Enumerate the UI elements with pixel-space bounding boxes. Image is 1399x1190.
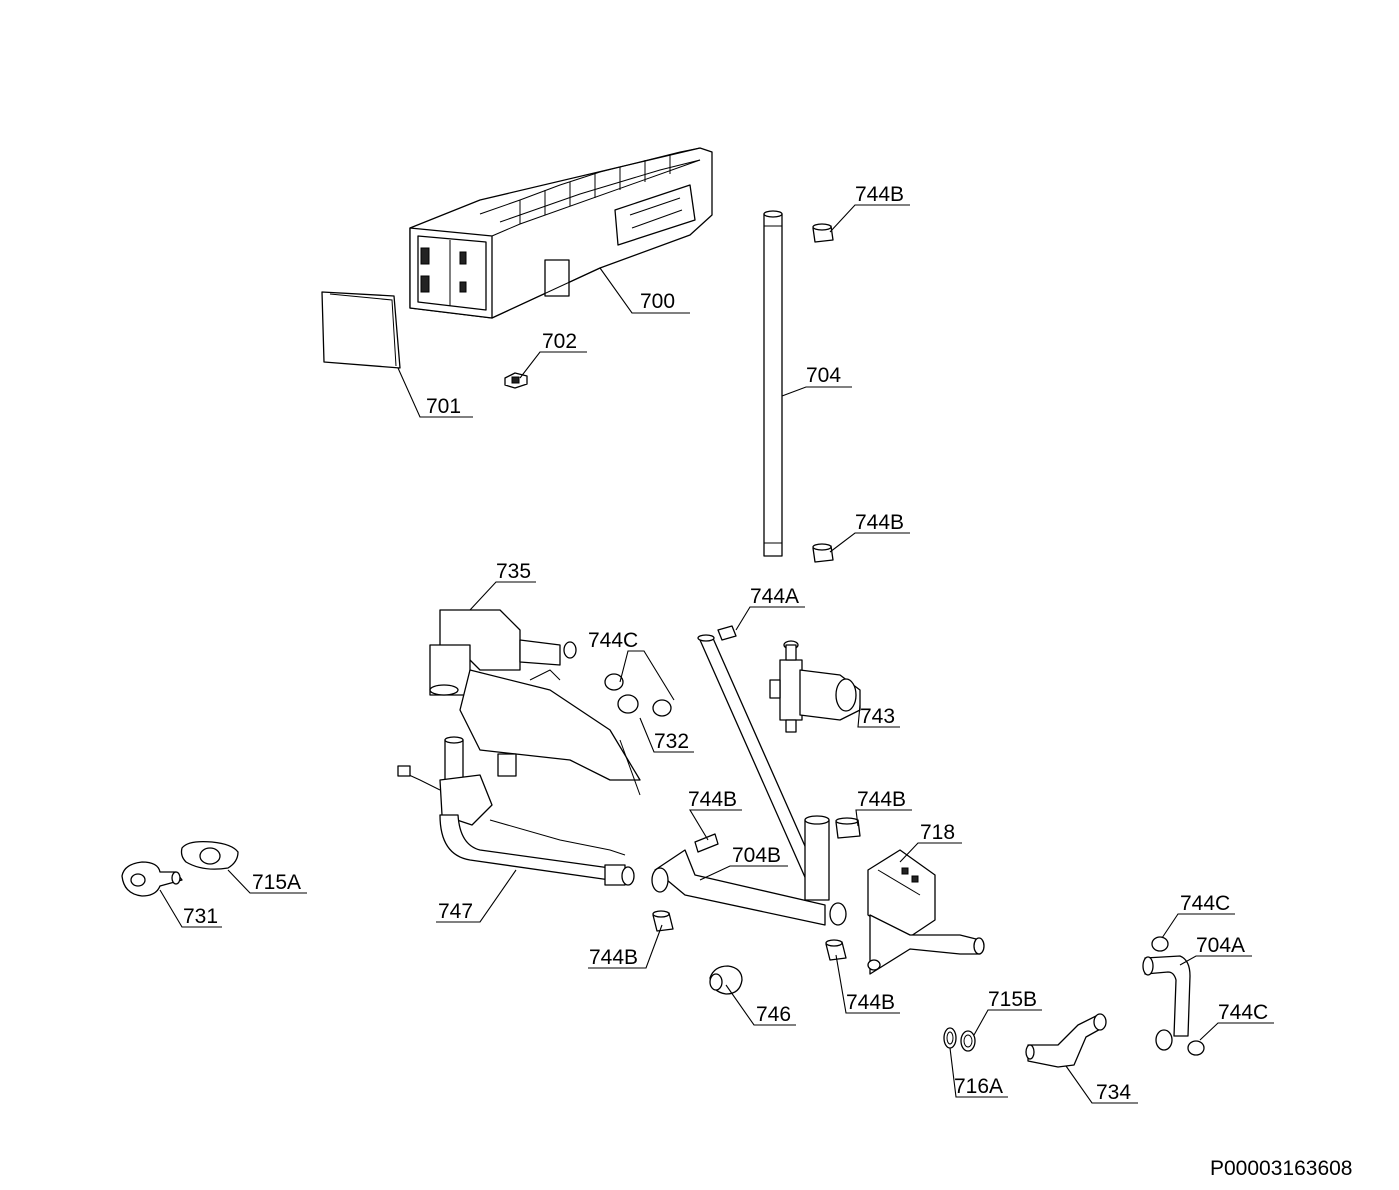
label-715b: 715B bbox=[988, 988, 1037, 1011]
part-734-elbow bbox=[1025, 1013, 1107, 1068]
leader-lines bbox=[159, 204, 1274, 1104]
part-744b-sleeve-d bbox=[825, 939, 847, 961]
part-744b-sleeve-top bbox=[812, 223, 834, 243]
part-743-valve bbox=[769, 640, 861, 733]
label-700: 700 bbox=[640, 290, 675, 313]
part-735-manifold bbox=[429, 609, 641, 796]
label-744c-right-top: 744C bbox=[1180, 892, 1230, 915]
label-744c-right-bot: 744C bbox=[1218, 1001, 1268, 1024]
label-715a: 715A bbox=[252, 871, 301, 894]
label-744c-left: 744C bbox=[588, 629, 638, 652]
part-744b-sleeve-b bbox=[835, 817, 861, 839]
label-731: 731 bbox=[183, 905, 218, 928]
label-716a: 716A bbox=[954, 1075, 1003, 1098]
part-746-fitting bbox=[709, 965, 743, 995]
label-746: 746 bbox=[756, 1003, 791, 1026]
label-732: 732 bbox=[654, 730, 689, 753]
part-702-clip bbox=[504, 372, 528, 389]
label-744a: 744A bbox=[750, 585, 799, 608]
label-744b-c: 744B bbox=[589, 946, 638, 969]
label-704b: 704B bbox=[732, 844, 781, 867]
part-744b-sleeve-mid bbox=[812, 543, 834, 563]
part-704-tube bbox=[763, 210, 783, 557]
part-744c-clip-right-bot bbox=[1187, 1040, 1205, 1056]
label-704a: 704A bbox=[1196, 934, 1245, 957]
part-715a-gasket bbox=[180, 840, 239, 870]
label-702: 702 bbox=[542, 330, 577, 353]
part-744c-clip-right-top bbox=[1151, 936, 1169, 952]
document-id: P00003163608 bbox=[1210, 1157, 1352, 1180]
part-704a-hose bbox=[1142, 955, 1191, 1051]
label-744b-mid: 744B bbox=[855, 511, 904, 534]
part-744b-sleeve-c bbox=[652, 910, 674, 932]
part-704b-bent-tube bbox=[651, 634, 847, 926]
label-701: 701 bbox=[426, 395, 461, 418]
part-747-inlet-hose bbox=[397, 736, 635, 886]
label-744b-b: 744B bbox=[857, 788, 906, 811]
label-747: 747 bbox=[438, 900, 473, 923]
label-743: 743 bbox=[860, 705, 895, 728]
label-704: 704 bbox=[806, 364, 841, 387]
label-735: 735 bbox=[496, 560, 531, 583]
label-734: 734 bbox=[1096, 1081, 1131, 1104]
part-701-filter-pad bbox=[321, 291, 401, 369]
label-744b-top: 744B bbox=[855, 183, 904, 206]
label-744b-a: 744B bbox=[688, 788, 737, 811]
part-700-drawer-housing bbox=[409, 147, 713, 319]
part-715b-washer bbox=[960, 1030, 976, 1052]
part-744a-stopper bbox=[717, 625, 737, 641]
part-731-connector bbox=[121, 861, 183, 897]
part-744b-sleeve-a bbox=[694, 833, 719, 853]
label-718: 718 bbox=[920, 821, 955, 844]
part-718-flowmeter bbox=[867, 849, 985, 975]
part-744c-clip-left bbox=[604, 673, 672, 717]
label-744b-d: 744B bbox=[846, 991, 895, 1014]
part-716a-washer bbox=[943, 1027, 957, 1049]
